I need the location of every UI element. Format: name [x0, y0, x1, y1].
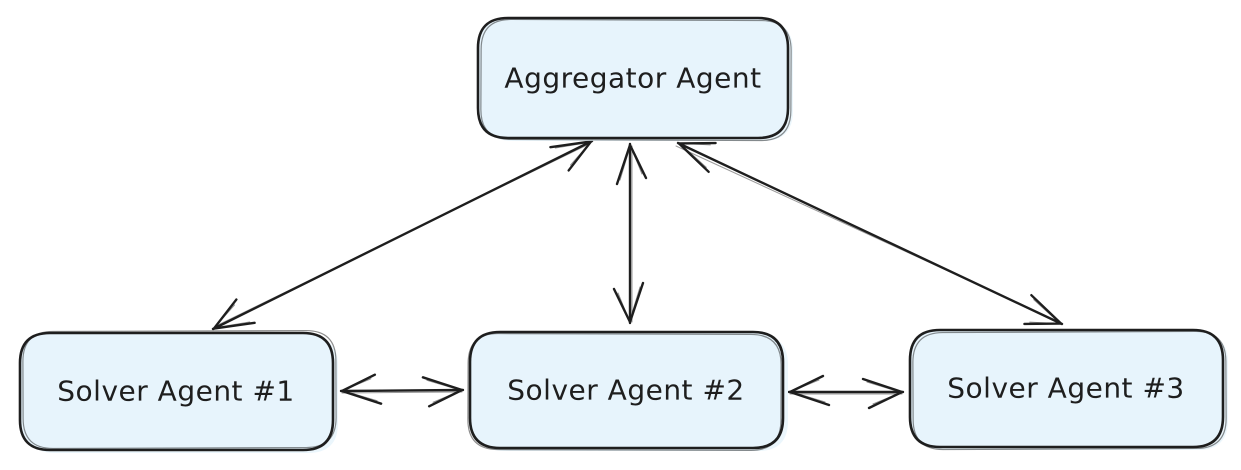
node-solver-agent-1: Solver Agent #1: [18, 329, 338, 453]
node-label-solver-3: Solver Agent #3: [947, 372, 1184, 405]
node-label-solver-2: Solver Agent #2: [507, 374, 744, 407]
edge-aggregator-solver-1: [211, 139, 594, 331]
node-solver-agent-2: Solver Agent #2: [467, 330, 788, 452]
node-aggregator-agent: Aggregator Agent: [476, 16, 793, 142]
edge-aggregator-solver-2: [612, 142, 648, 325]
node-box: [908, 328, 1225, 449]
edge-aggregator-solver-3: [675, 141, 1064, 326]
node-box: [468, 330, 785, 450]
node-box: [476, 16, 790, 140]
edge-solver-1-solver-2: [339, 373, 465, 408]
node-label-aggregator: Aggregator Agent: [504, 62, 761, 95]
node-box: [18, 331, 335, 452]
edge-solver-2-solver-3: [787, 374, 905, 410]
node-solver-agent-3: Solver Agent #3: [908, 328, 1228, 451]
node-label-solver-1: Solver Agent #1: [57, 375, 294, 408]
